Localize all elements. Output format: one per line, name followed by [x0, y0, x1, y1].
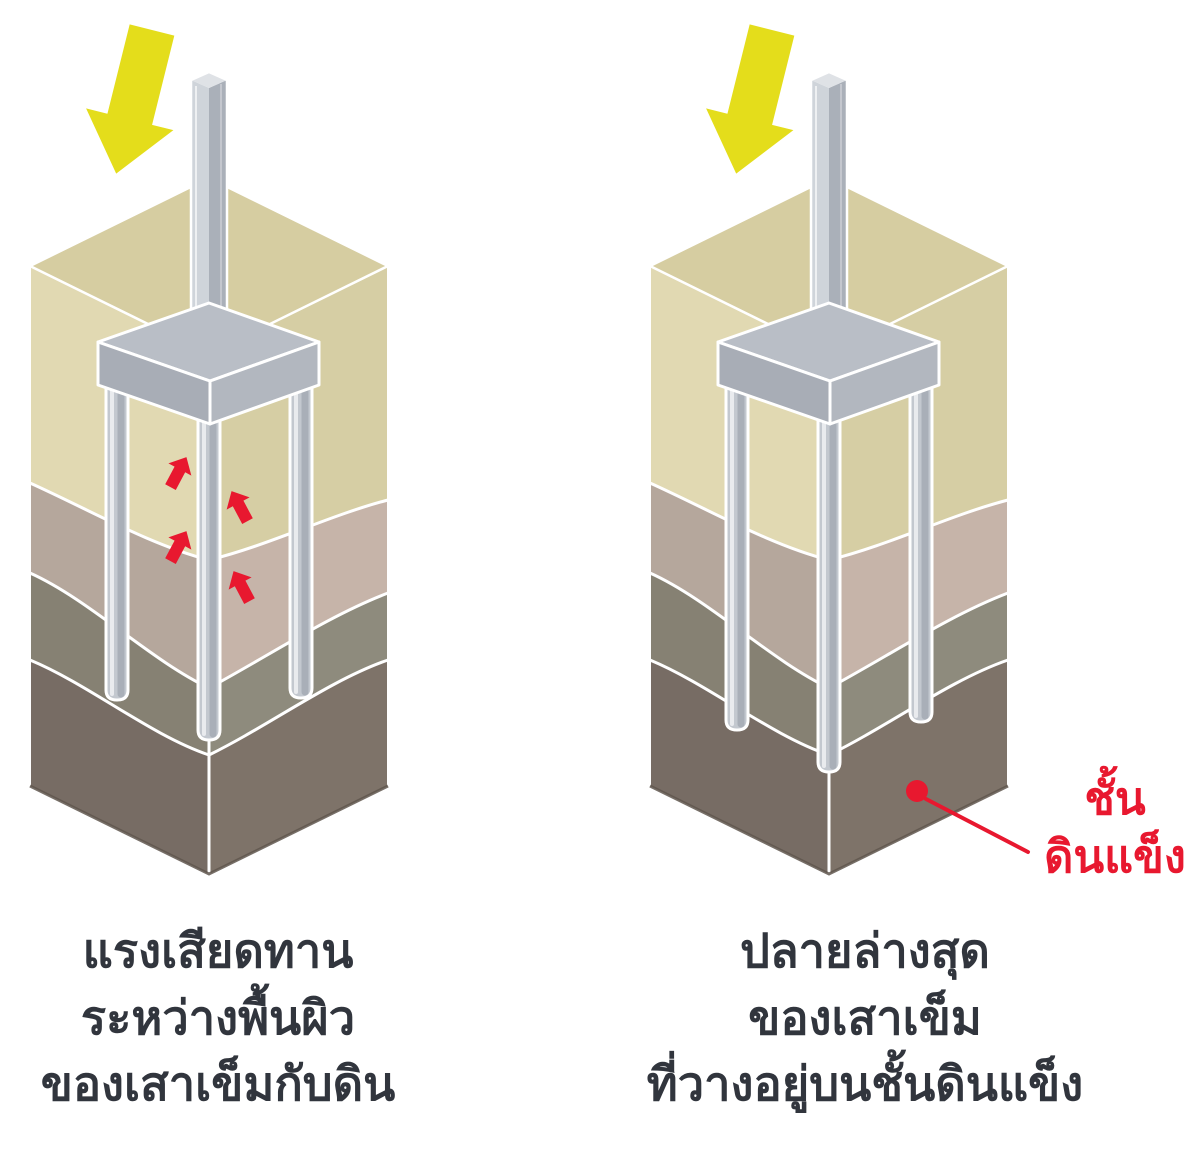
pile [196, 413, 222, 742]
pile [288, 378, 314, 700]
caption-line: ของเสาเข็ม [748, 990, 982, 1044]
figure-end-bearing-pile [648, 19, 1010, 876]
hard-layer-marker-dot [906, 780, 928, 802]
caption-line: ปลายล่างสุด [740, 924, 990, 977]
hard-soil-layer-label-line: ชั้น [1084, 773, 1146, 824]
caption-line: ที่วางอยู่บนชั้นดินแข็ง [646, 1057, 1084, 1111]
caption-line: แรงเสียดทาน [82, 924, 354, 977]
annotation-leader-line [924, 797, 1030, 854]
figure-friction-pile [28, 19, 390, 876]
pile-shading [110, 374, 309, 738]
pile [724, 373, 750, 732]
pile [908, 378, 934, 724]
load-arrow-icon [72, 19, 196, 185]
caption-line: ของเสาเข็มกับดิน [40, 1057, 396, 1111]
caption-friction-pile: แรงเสียดทาน ระหว่างพื้นผิว ของเสาเข็มกับ… [18, 918, 418, 1118]
pile [816, 413, 842, 774]
pile [104, 373, 130, 702]
load-arrow-icon [692, 19, 816, 185]
hard-soil-layer-label-line: ดินแข็ง [1044, 830, 1186, 882]
pile-shading [730, 374, 929, 770]
caption-line: ระหว่างพื้นผิว [80, 990, 356, 1044]
diagram-canvas [28, 19, 1030, 876]
hard-soil-layer-label: ชั้น ดินแข็ง [1030, 770, 1200, 885]
caption-end-bearing-pile: ปลายล่างสุด ของเสาเข็ม ที่วางอยู่บนชั้นด… [630, 918, 1100, 1118]
